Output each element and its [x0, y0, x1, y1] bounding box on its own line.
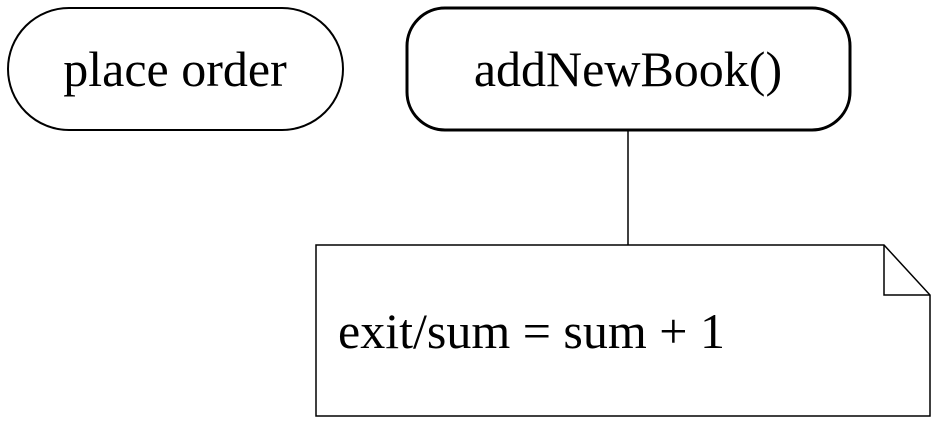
note-text: exit/sum = sum + 1 — [338, 303, 725, 359]
place-order-label: place order — [63, 41, 287, 97]
place-order-node[interactable]: place order — [7, 7, 344, 131]
note-shape — [315, 244, 931, 417]
add-new-book-node[interactable]: addNewBook() — [405, 6, 852, 132]
add-new-book-shape — [405, 6, 852, 132]
place-order-shape — [7, 7, 344, 131]
note-folded-corner — [883, 245, 930, 296]
note[interactable]: exit/sum = sum + 1 — [315, 244, 931, 417]
add-new-book-label: addNewBook() — [474, 41, 782, 97]
